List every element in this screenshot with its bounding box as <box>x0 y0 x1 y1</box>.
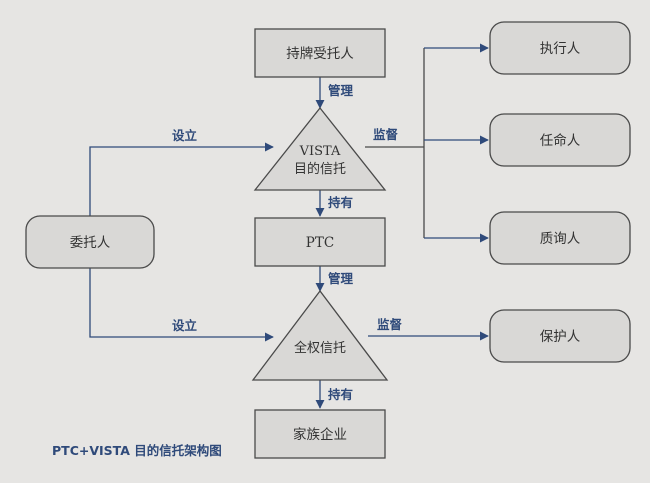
node-family-business: 家族企业 <box>254 409 386 459</box>
edge-label-hold-top: 持有 <box>328 195 353 210</box>
node-vista-trust: VISTA 目的信托 <box>253 106 387 191</box>
edge-label-hold-bottom: 持有 <box>328 387 353 402</box>
ptc-label: PTC <box>306 235 334 251</box>
connectors <box>89 43 489 409</box>
edge-label-supervise-bottom: 监督 <box>377 317 403 332</box>
inquirer-label: 质询人 <box>540 231 581 247</box>
edge-label-supervise-top: 监督 <box>373 127 399 142</box>
protector-label: 保护人 <box>540 329 581 345</box>
node-appointor: 任命人 <box>489 113 631 167</box>
node-ptc: PTC <box>254 217 386 267</box>
discretionary-trust-label: 全权信托 <box>294 340 346 356</box>
appointor-label: 任命人 <box>540 132 581 149</box>
node-protector: 保护人 <box>489 309 631 363</box>
node-settlor: 委托人 <box>25 215 155 269</box>
arrow-settlor-to-vista <box>89 142 274 216</box>
node-discretionary-trust: 全权信托 <box>251 289 389 381</box>
trustee-label: 持牌受托人 <box>286 45 354 62</box>
vista-label-line1: VISTA <box>299 144 341 159</box>
edge-label-establish-top: 设立 <box>172 128 198 143</box>
node-trustee: 持牌受托人 <box>254 28 386 78</box>
arrow-settlor-to-trust <box>89 268 274 342</box>
edge-label-manage-mid: 管理 <box>328 271 354 286</box>
node-inquirer: 质询人 <box>489 211 631 265</box>
vista-label-line2: 目的信托 <box>294 161 346 177</box>
edge-label-manage-top: 管理 <box>328 83 354 98</box>
edge-label-establish-bottom: 设立 <box>172 318 198 333</box>
diagram-caption: PTC+VISTA 目的信托架构图 <box>52 443 222 458</box>
node-executor: 执行人 <box>489 21 631 75</box>
executor-label: 执行人 <box>540 41 581 57</box>
settlor-label: 委托人 <box>70 235 111 251</box>
family-business-label: 家族企业 <box>293 426 347 443</box>
